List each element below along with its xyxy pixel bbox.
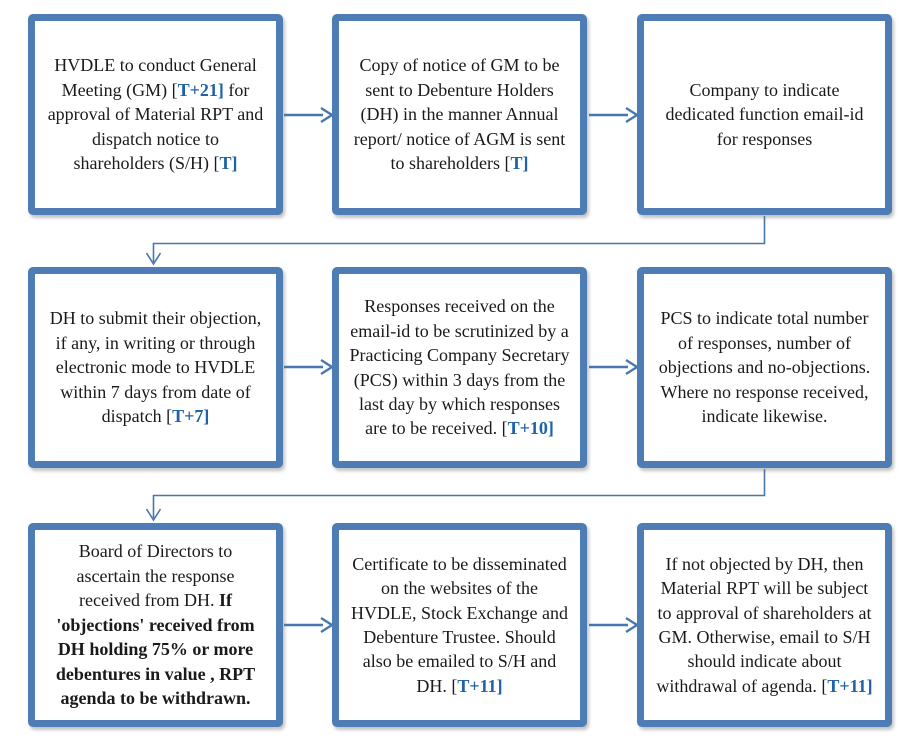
flow-step-9-text: If not objected by DH, then Material RPT… xyxy=(654,552,875,699)
flow-step-2-text: Copy of notice of GM to be sent to Deben… xyxy=(349,53,570,175)
flow-step-2: Copy of notice of GM to be sent to Deben… xyxy=(332,14,587,215)
text-segment: DH to submit their objection, if any, in… xyxy=(49,308,262,427)
flow-step-7-text: Board of Directors to ascertain the resp… xyxy=(45,539,266,710)
flow-step-5: Responses received on the email-id to be… xyxy=(332,267,587,468)
text-segment: [T] xyxy=(504,153,529,174)
text-segment: Company to indicate dedicated function e… xyxy=(665,79,864,149)
elbow-arrow-down-icon xyxy=(145,469,766,522)
arrow-right-icon xyxy=(589,616,640,634)
text-segment: [T+7] xyxy=(166,406,210,427)
flow-step-3-text: Company to indicate dedicated function e… xyxy=(654,78,875,151)
flow-step-3: Company to indicate dedicated function e… xyxy=(637,14,892,215)
flow-step-6: PCS to indicate total number of response… xyxy=(637,267,892,468)
arrow-right-icon xyxy=(284,616,335,634)
text-segment: [T+21] xyxy=(171,79,224,100)
text-segment: Copy of notice of GM to be sent to Deben… xyxy=(353,55,566,174)
text-segment: [T+11] xyxy=(451,675,503,696)
flow-step-7: Board of Directors to ascertain the resp… xyxy=(28,523,283,727)
text-segment: HVDLE to conduct General Meeting (GM) xyxy=(54,55,257,100)
elbow-arrow-down-icon xyxy=(145,216,766,266)
text-segment: [T] xyxy=(213,153,238,174)
text-segment: [T+10] xyxy=(501,418,554,439)
arrow-right-icon xyxy=(284,106,335,124)
text-segment: [T+11] xyxy=(821,675,873,696)
text-segment: Board of Directors to ascertain the resp… xyxy=(76,541,235,611)
flow-step-6-text: PCS to indicate total number of response… xyxy=(654,306,875,428)
text-segment: Certificate to be disseminated on the we… xyxy=(351,553,568,696)
flow-step-4: DH to submit their objection, if any, in… xyxy=(28,267,283,468)
arrow-right-icon xyxy=(589,106,640,124)
flow-step-1-text: HVDLE to conduct General Meeting (GM) [T… xyxy=(45,53,266,175)
text-segment: If not objected by DH, then Material RPT… xyxy=(656,553,872,696)
text-segment: If 'objections' received from DH holding… xyxy=(55,590,256,709)
flow-step-4-text: DH to submit their objection, if any, in… xyxy=(45,306,266,428)
flow-step-5-text: Responses received on the email-id to be… xyxy=(349,294,570,441)
arrow-right-icon xyxy=(589,358,640,376)
text-segment: PCS to indicate total number of response… xyxy=(658,308,871,427)
flow-step-1: HVDLE to conduct General Meeting (GM) [T… xyxy=(28,14,283,215)
flow-step-9: If not objected by DH, then Material RPT… xyxy=(637,523,892,727)
text-segment: for approval of Material RPT and dispatc… xyxy=(47,79,264,174)
flow-step-8: Certificate to be disseminated on the we… xyxy=(332,523,587,727)
arrow-right-icon xyxy=(284,358,335,376)
flow-step-8-text: Certificate to be disseminated on the we… xyxy=(349,552,570,699)
text-segment: Responses received on the email-id to be… xyxy=(349,296,570,439)
